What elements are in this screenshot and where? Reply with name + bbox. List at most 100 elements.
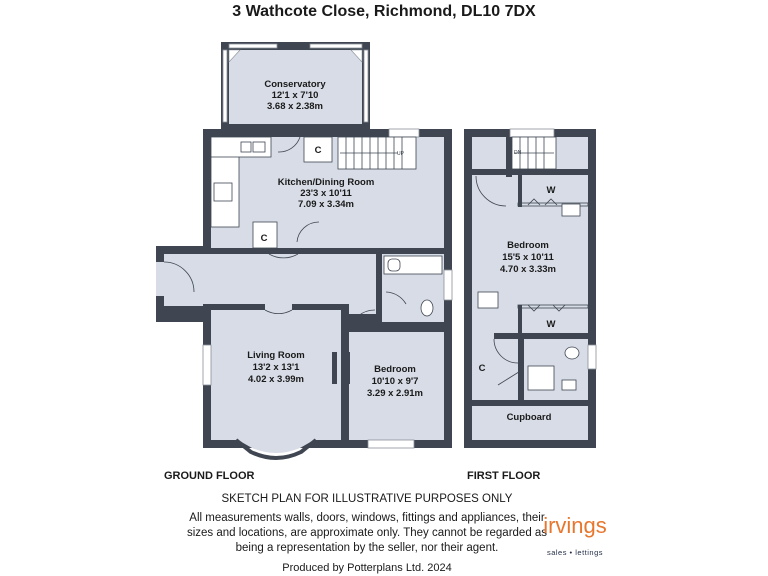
cupboard [303,136,333,163]
wardrobe-doors [517,202,589,207]
conservatory-window [309,43,363,49]
first-bedroom-metric: 4.70 x 3.33m [500,264,556,275]
wardrobe-door-swing [544,198,558,206]
living-room-name: Living Room [247,350,305,361]
toilet [420,299,434,317]
cooker [213,182,233,202]
agent-tagline: sales • lettings [547,548,603,557]
wardrobe [518,175,588,205]
wardrobe-wall [518,305,522,337]
door-swing [348,309,376,333]
agent-logo: irvings [543,513,607,538]
first-bedroom-imperial: 15'5 x 10'11 [502,252,554,263]
door-swing [277,136,301,153]
landing-opening [472,175,504,177]
kitchen-name: Kitchen/Dining Room [278,177,375,188]
disclaimer-line-2: sizes and locations, are approximate onl… [187,527,547,539]
sink [240,141,252,153]
disclaimer-line-1: All measurements walls, doors, windows, … [189,512,545,524]
interior-wall [203,304,265,310]
door-opening [472,333,494,339]
front-door-swing [163,261,195,293]
kitchen-imperial: 23'3 x 10'11 [300,188,352,199]
interior-wall [518,333,524,400]
first-floor-label: FIRST FLOOR [467,470,540,482]
chimney-breast [332,352,337,384]
wardrobe-mark: W [547,319,556,330]
kitchen-metric: 7.09 x 3.34m [298,199,354,210]
living-room-metric: 4.02 x 3.99m [248,374,304,385]
wardrobe-mark: W [547,185,556,196]
stairs-down-mark: DN [514,150,522,156]
ground-bedroom-metric: 3.29 x 2.91m [367,388,423,399]
stairs [337,136,417,170]
plan-title: 3 Wathcote Close, Richmond, DL10 7DX [232,3,536,20]
interior-wall [203,248,269,254]
ground-floor-label: GROUND FLOOR [164,470,254,482]
conservatory-corner [228,49,241,63]
window [367,439,415,449]
shower-tray [527,365,555,391]
window [388,128,420,138]
conservatory-floor [229,50,362,124]
wardrobe-door-swing [527,198,541,206]
first-floor-plan: DN W W Bedroom 15'5 x 10'11 4. [464,128,597,448]
bath-basin [387,258,401,272]
bay-window [234,438,318,460]
sketch-note: SKETCH PLAN FOR ILLUSTRATIVE PURPOSES ON… [222,493,513,505]
interior-wall [472,400,588,406]
door-swing [385,291,407,305]
conservatory-name: Conservatory [264,79,326,90]
bay-window-floor [238,440,314,453]
ground-bedroom-floor [349,332,444,440]
wardrobe-door-swing [552,304,566,312]
credit: Produced by Potterplans Ltd. 2024 [282,562,451,574]
ground-bedroom-imperial: 10'10 x 9'7 [372,376,419,387]
cupboard-mark: C [315,145,322,156]
hob [252,141,266,153]
first-bedroom-name: Bedroom [507,240,549,251]
interior-wall [506,137,512,177]
conservatory-metric: 3.68 x 2.38m [267,101,323,112]
cupboard-mark: C [261,233,268,244]
window [443,269,453,301]
cupboard [252,221,278,249]
stairs-up-mark: UP [397,151,405,157]
living-room-imperial: 13'2 x 13'1 [253,362,300,373]
tank [561,203,581,217]
door-swing [296,221,320,243]
chimney-breast [345,352,350,384]
door-swing [264,309,293,314]
toilet [564,346,580,360]
conservatory-corner [350,49,363,63]
door-swing [493,338,519,364]
interior-wall [292,304,349,310]
loft-hatch [477,291,499,309]
window [509,128,555,138]
conservatory-window [222,49,228,123]
cupboard-name: Cupboard [507,412,552,423]
interior-wall [376,248,382,304]
ground-floor-plan: Conservatory 12'1 x 7'10 3.68 x 2.38m Ki… [156,42,453,460]
conservatory-window [228,43,278,49]
door-swing [475,175,507,207]
conservatory-imperial: 12'1 x 7'10 [272,90,319,101]
interior-wall [298,248,452,254]
wardrobe-door-swing [527,304,541,312]
door-swing [268,253,299,259]
living-room-floor [211,308,341,440]
disclaimer-line-3: being a representation by the seller, no… [236,542,499,554]
ground-bedroom-name: Bedroom [374,364,416,375]
stairs [511,136,557,170]
wardrobe-wall [518,175,522,207]
window [587,344,597,370]
door-swing [497,369,523,386]
front-door-opening [156,262,164,296]
conservatory-window [363,49,369,123]
cupboard-mark: C [479,363,486,374]
interior-wall [472,333,588,339]
interior-wall [376,322,452,332]
window [202,344,212,386]
interior-wall [472,169,588,175]
